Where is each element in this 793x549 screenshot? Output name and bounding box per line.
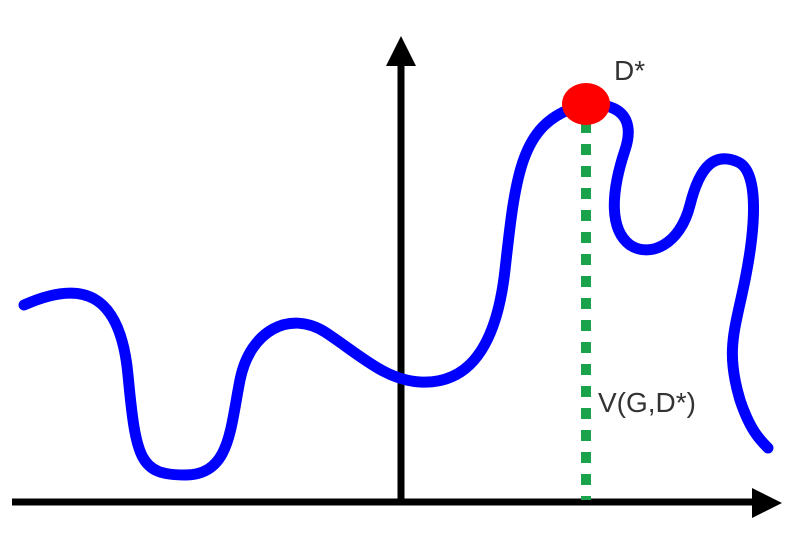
y-axis-arrow-icon <box>386 36 416 66</box>
peak-marker <box>562 83 610 125</box>
value-curve <box>18 99 774 481</box>
x-axis-arrow-icon <box>752 488 782 518</box>
value-label: V(G,D*) <box>598 387 696 418</box>
peak-label: D* <box>614 55 645 86</box>
